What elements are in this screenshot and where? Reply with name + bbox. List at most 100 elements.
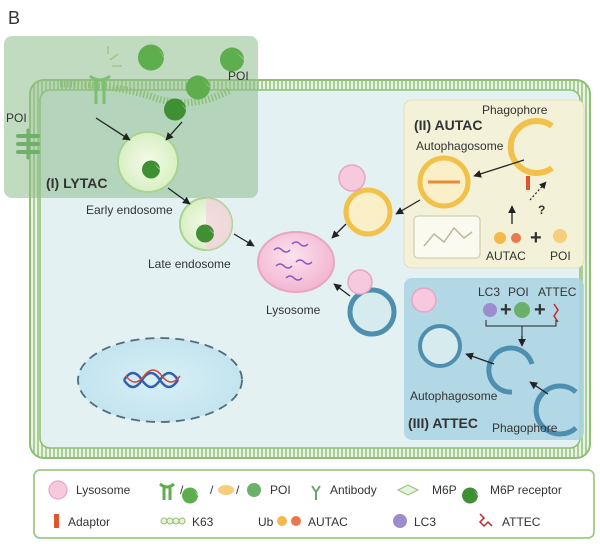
autac-title: (II) AUTAC	[414, 117, 482, 133]
early-endosome-label: Early endosome	[86, 203, 173, 217]
legend-autac: AUTAC	[308, 515, 348, 529]
attec-lc3-icon	[483, 303, 497, 317]
autac-adaptor	[526, 176, 530, 190]
attec-autolysosome-body	[347, 287, 397, 337]
late-endosome-poi	[196, 224, 214, 243]
autac-dotted-arrow	[529, 181, 547, 201]
poi-label-left: POI	[6, 111, 27, 125]
legend-slash-2: /	[210, 483, 214, 497]
autac-phagophore-label: Phagophore	[482, 103, 548, 117]
attec-plus-2: +	[534, 299, 546, 321]
arrow-poi-to-early	[165, 121, 183, 141]
poi-label-top: POI	[228, 69, 249, 83]
attec-title: (III) ATTEC	[408, 415, 478, 431]
dna-helix-strand-icon	[125, 369, 181, 383]
legend-lysosome: Lysosome	[76, 483, 131, 497]
attec-attec-label: ATTEC	[538, 285, 577, 299]
lysosome-central: Lysosome	[257, 231, 335, 317]
antibody-receptor	[89, 46, 122, 104]
poi-pacman-3	[186, 75, 210, 100]
legend-attec-icon	[478, 513, 493, 528]
attec-autophagosome-1	[418, 324, 462, 368]
arrow-autolysosome-to-lysosome	[331, 223, 347, 239]
arrow-attec-phago-to-mid	[529, 381, 549, 395]
autac-poi-icon	[553, 229, 567, 243]
legend-adaptor: Adaptor	[68, 515, 110, 529]
legend: Lysosome / / / POI Antibody M6P M6P rece…	[33, 469, 595, 539]
membrane-receptor-left	[16, 128, 40, 160]
nucleus	[77, 337, 243, 423]
legend-g-icon	[291, 516, 301, 526]
autac-autolysosome-body	[343, 187, 393, 237]
lytac-panel: (I) LYTAC POI POI Early endosome Late en…	[4, 36, 258, 271]
autac-ub-icon	[494, 232, 506, 244]
legend-k63: K63	[192, 515, 214, 529]
legend-antibody: Antibody	[330, 483, 377, 497]
autac-structure-sketch	[423, 226, 473, 247]
arrow-late-to-lysosome	[233, 233, 255, 247]
arrow-antibody-to-early	[95, 117, 131, 141]
arrow-attec-to-lysosome	[333, 283, 351, 297]
poi-pacman-1	[138, 44, 164, 71]
late-endosome-label: Late endosome	[148, 257, 231, 271]
lytac-membrane-dip	[59, 80, 232, 107]
legend-lc3-icon	[393, 514, 407, 528]
autac-autophagosome-label: Autophagosome	[416, 139, 504, 153]
attec-autophagosome-pink	[411, 287, 437, 313]
autac-phagophore-arc	[507, 118, 554, 176]
panel-letter: B	[8, 8, 20, 28]
lysosome-squiggles	[273, 241, 313, 281]
legend-ub-icon	[277, 516, 287, 526]
attec-bracket	[485, 320, 557, 336]
poi-pacman-4	[164, 98, 186, 121]
attec-autolysosome	[333, 269, 397, 337]
legend-slash-3: /	[236, 483, 240, 497]
autac-label: AUTAC	[486, 249, 526, 263]
attec-molecule-icon	[553, 303, 559, 323]
arrow-autac-phago-to-auto	[473, 159, 525, 178]
arrow-early-to-late	[167, 187, 191, 205]
legend-m6p-receptor: M6P receptor	[490, 483, 562, 497]
arrow-attec-mid-to-auto	[465, 352, 495, 365]
legend-lc3: LC3	[414, 515, 436, 529]
legend-poi: POI	[270, 483, 291, 497]
legend-adaptor-icon	[54, 514, 59, 528]
attec-phagophore-mid	[486, 345, 535, 395]
attec-panel: LC3 POI ATTEC + + Autophagosome Phagopho…	[404, 278, 584, 440]
attec-autolysosome-pink	[347, 269, 373, 295]
autac-autolysosome-pink	[338, 164, 366, 192]
legend-attec: ATTEC	[502, 515, 541, 529]
attec-poi-label: POI	[508, 285, 529, 299]
legend-lysosome-icon	[48, 480, 68, 500]
legend-m6p-receptor-icon	[462, 487, 478, 504]
autac-plus: +	[530, 227, 542, 249]
attec-autophagosome-label: Autophagosome	[410, 389, 498, 403]
autac-poi-label: POI	[550, 249, 571, 263]
attec-phagophore-low	[533, 383, 578, 437]
legend-slash-1: /	[180, 483, 184, 497]
dna-helix-icon	[122, 371, 180, 389]
legend-m6p: M6P	[432, 483, 457, 497]
lytac-title: (I) LYTAC	[46, 175, 107, 191]
attec-poi-icon	[514, 302, 530, 318]
legend-receptor-icon	[159, 482, 175, 500]
legend-antibody-icon	[311, 485, 321, 500]
poi-pacman-2	[220, 47, 244, 72]
legend-pacman-icon	[182, 487, 198, 504]
attec-plus-1: +	[500, 299, 512, 321]
legend-m6p-icon	[396, 484, 420, 496]
attec-lc3-label: LC3	[478, 285, 500, 299]
legend-ub: Ub	[258, 515, 274, 529]
legend-k63-icon	[160, 517, 186, 525]
autac-g-icon	[511, 233, 521, 243]
autac-question: ?	[538, 203, 545, 217]
autac-panel: (II) AUTAC Phagophore Autophagosome ? + …	[395, 99, 585, 269]
lysosome-label: Lysosome	[266, 303, 321, 317]
attec-phagophore-label: Phagophore	[492, 421, 558, 435]
arrow-autac-auto-out	[395, 199, 421, 215]
legend-poi-icon	[247, 483, 261, 497]
early-endosome-poi	[142, 160, 160, 179]
legend-blob-icon	[218, 485, 234, 495]
autac-autolysosome	[331, 164, 393, 239]
